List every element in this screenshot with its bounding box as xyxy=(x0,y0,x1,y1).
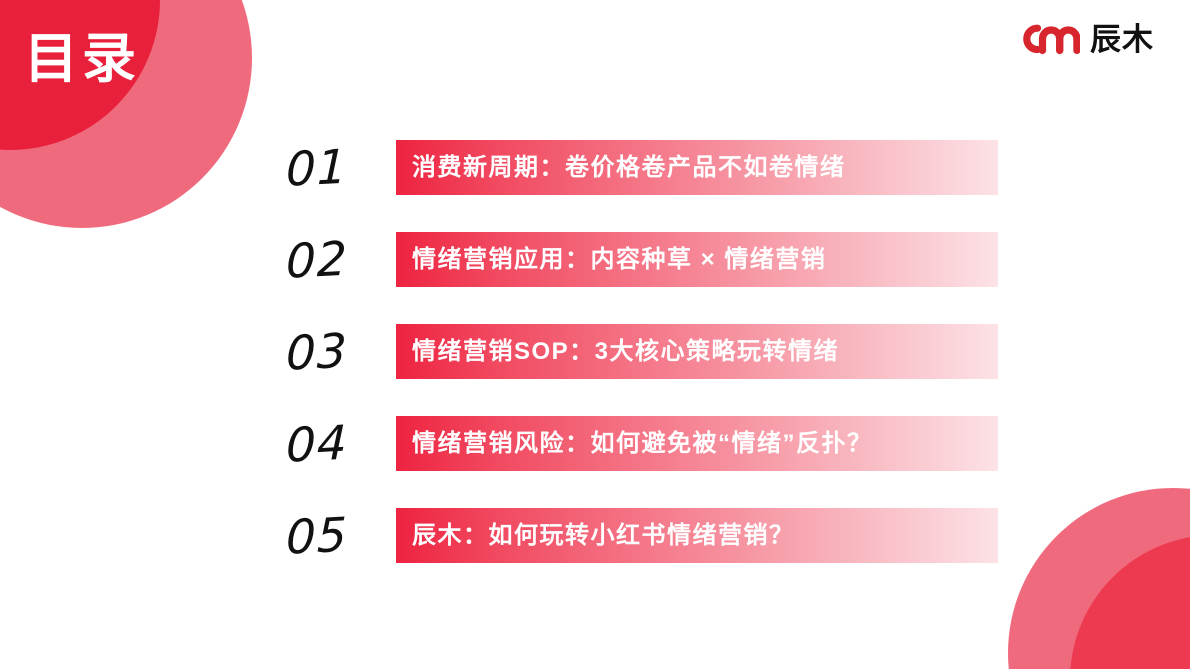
page-title: 目录 xyxy=(24,29,140,89)
table-of-contents: 01 消费新周期：卷价格卷产品不如卷情绪 02 情绪营销应用：内容种草 × 情绪… xyxy=(282,139,998,566)
toc-item-bar[interactable]: 情绪营销风险：如何避免被“情绪”反扑？ xyxy=(396,416,998,471)
toc-item-label: 情绪营销应用：内容种草 × 情绪营销 xyxy=(412,245,827,273)
brand-logo: 辰木 xyxy=(1018,22,1154,56)
toc-item[interactable]: 02 情绪营销应用：内容种草 × 情绪营销 xyxy=(282,231,998,290)
toc-item-number: 04 xyxy=(285,415,349,474)
toc-item-label: 消费新周期：卷价格卷产品不如卷情绪 xyxy=(412,153,846,181)
toc-item-number: 03 xyxy=(285,323,349,382)
cm-monogram-icon xyxy=(1018,22,1080,56)
decoration-bottom-right-red-circle xyxy=(1070,535,1190,669)
toc-item-number: 02 xyxy=(285,231,349,290)
decoration-bottom-right-pink-circle xyxy=(1008,488,1190,669)
toc-item-bar[interactable]: 消费新周期：卷价格卷产品不如卷情绪 xyxy=(396,140,998,195)
toc-item-number: 05 xyxy=(285,507,349,566)
toc-item[interactable]: 05 辰木：如何玩转小红书情绪营销？ xyxy=(282,507,998,566)
toc-item-label: 情绪营销SOP：3大核心策略玩转情绪 xyxy=(412,337,840,365)
toc-item[interactable]: 01 消费新周期：卷价格卷产品不如卷情绪 xyxy=(282,139,998,198)
toc-item[interactable]: 03 情绪营销SOP：3大核心策略玩转情绪 xyxy=(282,323,998,382)
toc-item-number: 01 xyxy=(285,139,349,198)
brand-name: 辰木 xyxy=(1090,21,1154,57)
toc-item-label: 情绪营销风险：如何避免被“情绪”反扑？ xyxy=(412,429,873,457)
toc-item[interactable]: 04 情绪营销风险：如何避免被“情绪”反扑？ xyxy=(282,415,998,474)
toc-item-bar[interactable]: 情绪营销SOP：3大核心策略玩转情绪 xyxy=(396,324,998,379)
toc-item-bar[interactable]: 辰木：如何玩转小红书情绪营销？ xyxy=(396,508,998,563)
toc-item-bar[interactable]: 情绪营销应用：内容种草 × 情绪营销 xyxy=(396,232,998,287)
toc-item-label: 辰木：如何玩转小红书情绪营销？ xyxy=(412,521,795,549)
